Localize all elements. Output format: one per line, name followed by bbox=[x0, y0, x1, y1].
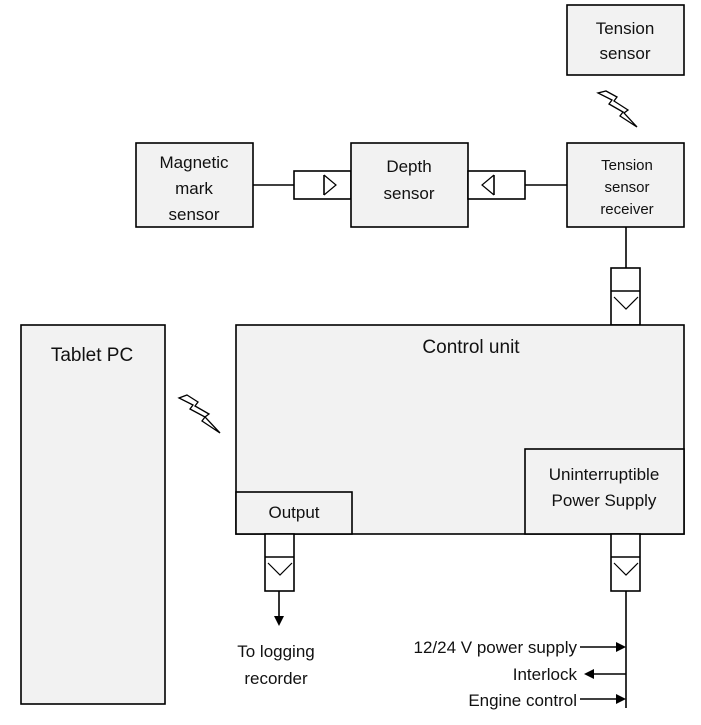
magnetic-mark-sensor-node: Magnetic mark sensor bbox=[135, 142, 254, 228]
tablet-pc-box bbox=[20, 324, 166, 705]
engine-control-label: Engine control bbox=[468, 691, 577, 710]
tablet-pc-label: Tablet PC bbox=[51, 345, 133, 366]
logging-recorder-label-2: recorder bbox=[244, 669, 308, 688]
tension-sensor-receiver-label-1: Tension bbox=[601, 157, 653, 174]
connector-receiver-control bbox=[610, 267, 641, 326]
magnetic-mark-sensor-box bbox=[135, 142, 254, 228]
tension-sensor-receiver-box bbox=[566, 142, 685, 228]
output-node: Output bbox=[235, 491, 353, 535]
tension-sensor-receiver-label-3: receiver bbox=[600, 201, 653, 218]
tension-sensor-receiver-label-2: sensor bbox=[604, 179, 649, 196]
logging-recorder-label: To logging recorder bbox=[237, 642, 315, 688]
tension-sensor-receiver-node: Tension sensor receiver bbox=[566, 142, 685, 228]
arrow-down-icon bbox=[274, 616, 284, 626]
arrow-right-icon-2 bbox=[616, 694, 626, 704]
magnetic-mark-sensor-label-3: sensor bbox=[168, 205, 219, 224]
magnetic-mark-sensor-label-1: Magnetic bbox=[160, 153, 229, 172]
tension-sensor-box bbox=[566, 4, 685, 76]
tension-sensor-label-2: sensor bbox=[599, 44, 650, 63]
arrow-right-icon bbox=[616, 642, 626, 652]
depth-sensor-node: Depth sensor bbox=[350, 142, 469, 228]
connector-depth-receiver bbox=[467, 170, 526, 200]
wireless-lightning-icon bbox=[596, 90, 638, 128]
magnetic-mark-sensor-label-2: mark bbox=[175, 179, 213, 198]
tension-sensor-node: Tension sensor bbox=[566, 4, 685, 76]
tension-sensor-label-1: Tension bbox=[596, 19, 655, 38]
control-unit-label: Control unit bbox=[422, 337, 520, 358]
logging-recorder-label-1: To logging bbox=[237, 642, 315, 661]
ups-label-1: Uninterruptible bbox=[549, 465, 660, 484]
output-label: Output bbox=[268, 503, 319, 522]
depth-sensor-box bbox=[350, 142, 469, 228]
interlock-label: Interlock bbox=[513, 665, 578, 684]
connector-magnetic-depth bbox=[293, 170, 352, 200]
depth-sensor-label-2: sensor bbox=[383, 184, 434, 203]
depth-sensor-label-1: Depth bbox=[386, 157, 431, 176]
wireless-lightning-icon-2 bbox=[177, 394, 221, 434]
ups-box bbox=[524, 448, 685, 535]
power-supply-label: 12/24 V power supply bbox=[414, 638, 578, 657]
arrow-left-icon bbox=[584, 669, 594, 679]
ups-label-2: Power Supply bbox=[552, 491, 657, 510]
connector-ups bbox=[610, 533, 641, 592]
tablet-pc-node: Tablet PC bbox=[20, 324, 166, 705]
ups-node: Uninterruptible Power Supply bbox=[524, 448, 685, 535]
connector-output bbox=[264, 533, 295, 592]
